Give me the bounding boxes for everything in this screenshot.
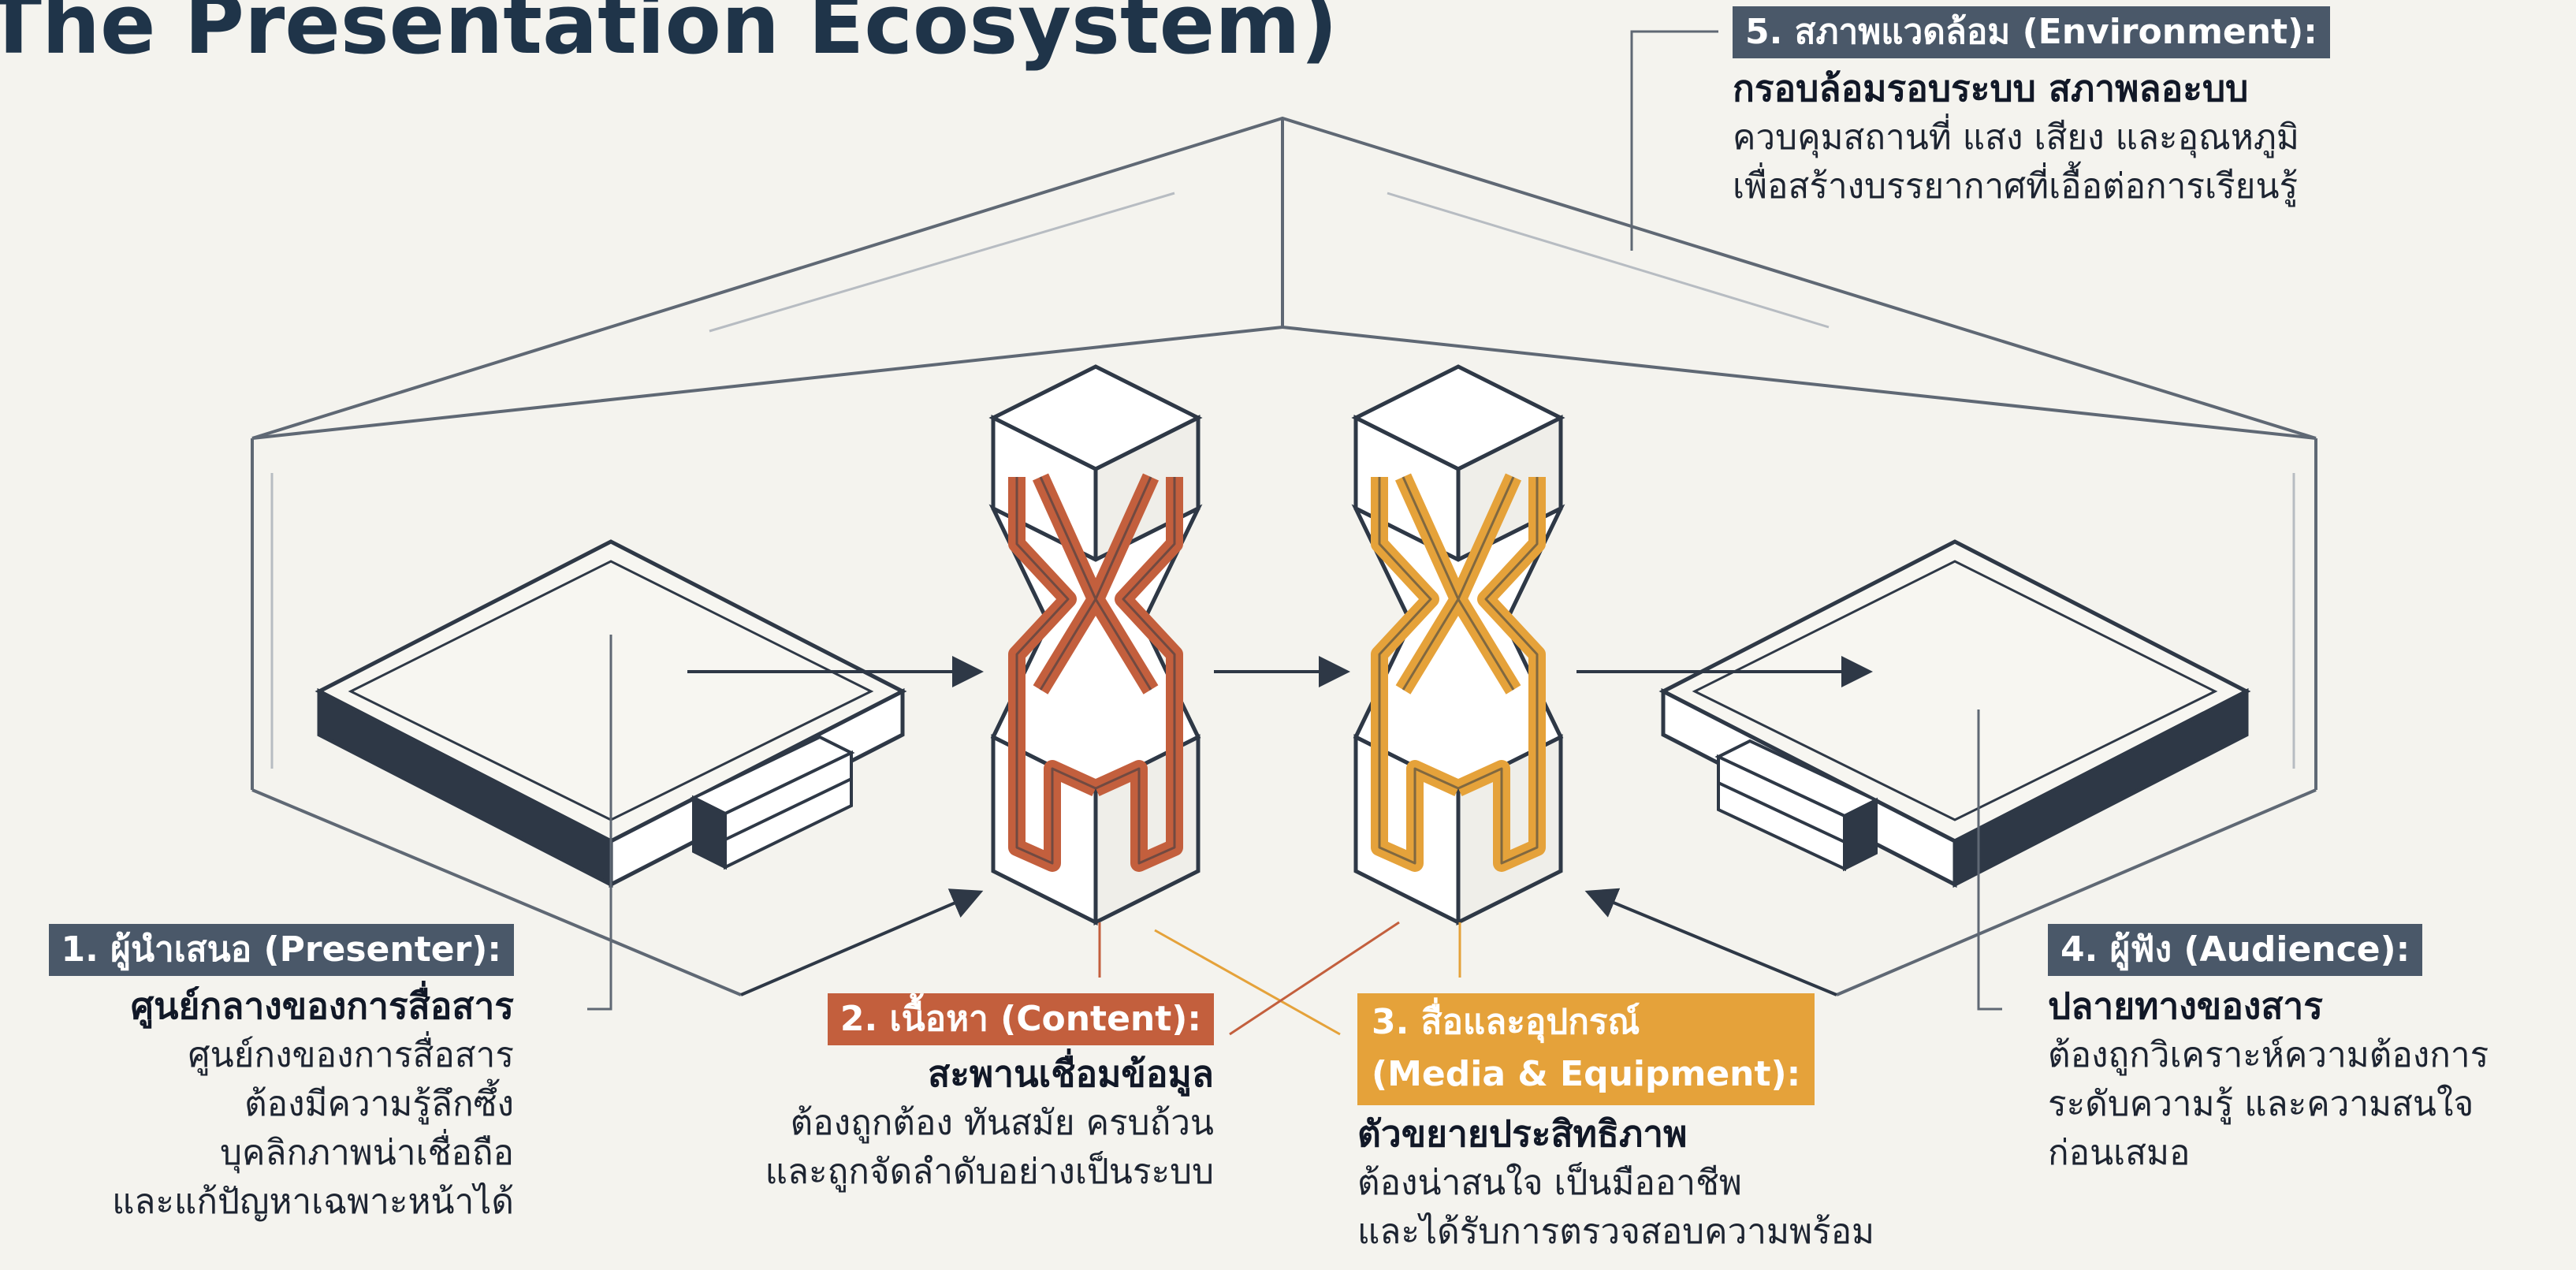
- content-line: และถูกจัดลำดับอย่างเป็นระบบ: [765, 1152, 1214, 1192]
- content-line: ต้องถูกต้อง ทันสมัย ครบถ้วน: [790, 1103, 1214, 1143]
- presenter-line: ศูนย์กงของการสื่อสาร: [188, 1035, 514, 1075]
- environment-frame: [251, 116, 2317, 996]
- environment-tag: 5. สภาพแวดล้อม (Environment):: [1733, 6, 2330, 58]
- media-pillar: [1356, 367, 1561, 922]
- connector-lines: [587, 30, 2002, 1036]
- presenter-label: 1. ผู้นำเสนอ (Presenter): ศูนย์กลางของกา…: [0, 924, 514, 1227]
- audience-heading: ปลายทางของสาร: [2048, 985, 2323, 1027]
- presenter-line: บุคลิกภาพน่าเชื่อถือ: [220, 1133, 514, 1173]
- media-line: และได้รับการตรวจสอบความพร้อม: [1357, 1212, 1875, 1252]
- audience-line: ระดับความรู้ และความสนใจ: [2048, 1084, 2474, 1124]
- content-label: 2. เนื้อหา (Content): สะพานเชื่อมข้อมูล …: [694, 993, 1214, 1197]
- media-line: ต้องน่าสนใจ เป็นมืออาชีพ: [1357, 1163, 1742, 1203]
- presenter-line: และแก้ปัญหาเฉพาะหน้าได้: [112, 1182, 514, 1222]
- content-tag: 2. เนื้อหา (Content):: [827, 993, 1214, 1045]
- audience-platform: [1658, 539, 2251, 888]
- cross-connector-a: [1154, 929, 1341, 1036]
- environment-heading: กรอบล้อมรอบระบบ สภาพลอะบบ: [1733, 67, 2249, 110]
- presenter-line: ต้องมีความรู้ลึกซึ้ง: [244, 1084, 514, 1124]
- environment-connector: [1630, 30, 1718, 251]
- audience-line: ก่อนเสมอ: [2048, 1133, 2191, 1173]
- presenter-heading: ศูนย์กลางของการสื่อสาร: [130, 985, 514, 1027]
- flow-arrows: [687, 656, 1873, 996]
- environment-line: ควบคุมสถานที่ แสง เสียง และอุณหภูมิ: [1733, 117, 2299, 158]
- presenter-platform: [315, 539, 907, 888]
- audience-label: 4. ผู้ฟัง (Audience): ปลายทางของสาร ต้อง…: [2048, 924, 2568, 1178]
- audience-tag: 4. ผู้ฟัง (Audience):: [2048, 924, 2423, 976]
- presenter-connector: [587, 635, 612, 1011]
- content-heading: สะพานเชื่อมข้อมูล: [928, 1052, 1214, 1095]
- arrow-audience-feedback: [1584, 888, 1837, 996]
- arrow-feedback-to-content: [740, 888, 984, 996]
- environment-label: 5. สภาพแวดล้อม (Environment): กรอบล้อมรอ…: [1733, 6, 2568, 211]
- media-tag-line1: 3. สื่อและอุปกรณ์: [1372, 1002, 1640, 1042]
- page-title: The Presentation Ecosystem): [0, 0, 1338, 73]
- environment-line: เพื่อสร้างบรรยากาศที่เอื้อต่อการเรียนรู้: [1733, 166, 2299, 207]
- content-pillar: [993, 367, 1198, 922]
- media-label: 3. สื่อและอุปกรณ์ (Media & Equipment): ต…: [1357, 993, 1956, 1257]
- media-heading: ตัวขยายประสิทธิภาพ: [1357, 1112, 1688, 1155]
- audience-line: ต้องถูกวิเคราะห์ความต้องการ: [2048, 1035, 2489, 1075]
- media-tag-line2: (Media & Equipment):: [1372, 1054, 1801, 1094]
- media-tag: 3. สื่อและอุปกรณ์ (Media & Equipment):: [1357, 993, 1815, 1105]
- cross-connector-b: [1229, 921, 1400, 1036]
- audience-connector: [1977, 709, 2002, 1011]
- presenter-tag: 1. ผู้นำเสนอ (Presenter):: [48, 924, 514, 976]
